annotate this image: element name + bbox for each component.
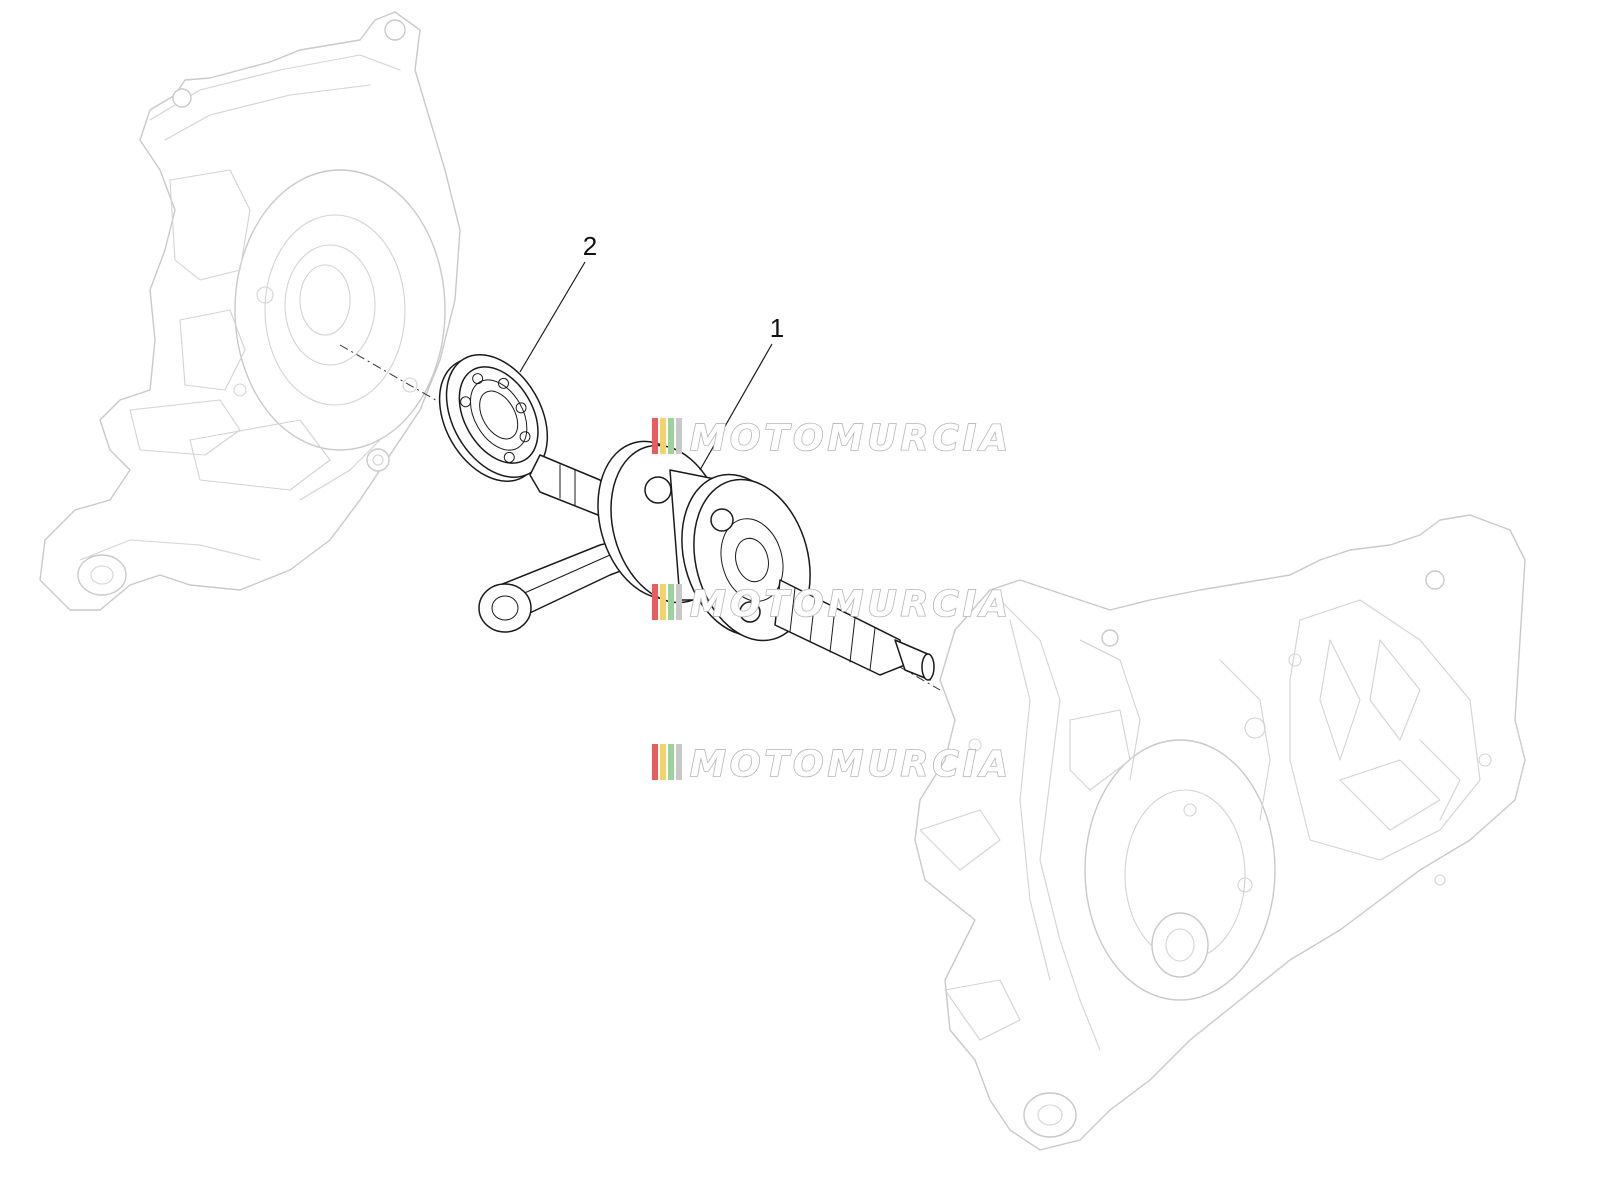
watermark-stripe (660, 418, 666, 454)
watermark-stripe (652, 418, 658, 454)
leader-line-1 (699, 343, 773, 471)
watermark-stripe (676, 584, 682, 620)
watermark-bottom: MOTOMURCIA (652, 743, 1012, 786)
watermark-stripe (660, 584, 666, 620)
part-crankshaft (478, 440, 935, 681)
watermark-stripe (676, 418, 682, 454)
watermark-stripe (652, 584, 658, 620)
callout-2: 2 (519, 231, 597, 373)
watermark-stripe (660, 744, 666, 780)
watermark-stripe (668, 418, 674, 454)
callout-1: 1 (699, 313, 784, 471)
watermark-text: MOTOMURCIA (690, 584, 1012, 625)
left-crankcase-half (39, 11, 461, 611)
watermark-text: MOTOMURCIA (690, 418, 1012, 459)
watermark-middle: MOTOMURCIA (652, 583, 1012, 626)
watermark-stripe (668, 584, 674, 620)
leader-line-2 (519, 261, 586, 373)
watermark-stripe (668, 744, 674, 780)
watermark-stripe (676, 744, 682, 780)
right-crankcase-half (914, 514, 1526, 1151)
watermark-stripe (652, 744, 658, 780)
watermark-top: MOTOMURCIA (652, 417, 1012, 460)
part-ball-bearing (438, 354, 549, 482)
watermark-text: MOTOMURCIA (690, 744, 1012, 785)
callout-label-1: 1 (770, 313, 784, 343)
callout-label-2: 2 (583, 231, 597, 261)
